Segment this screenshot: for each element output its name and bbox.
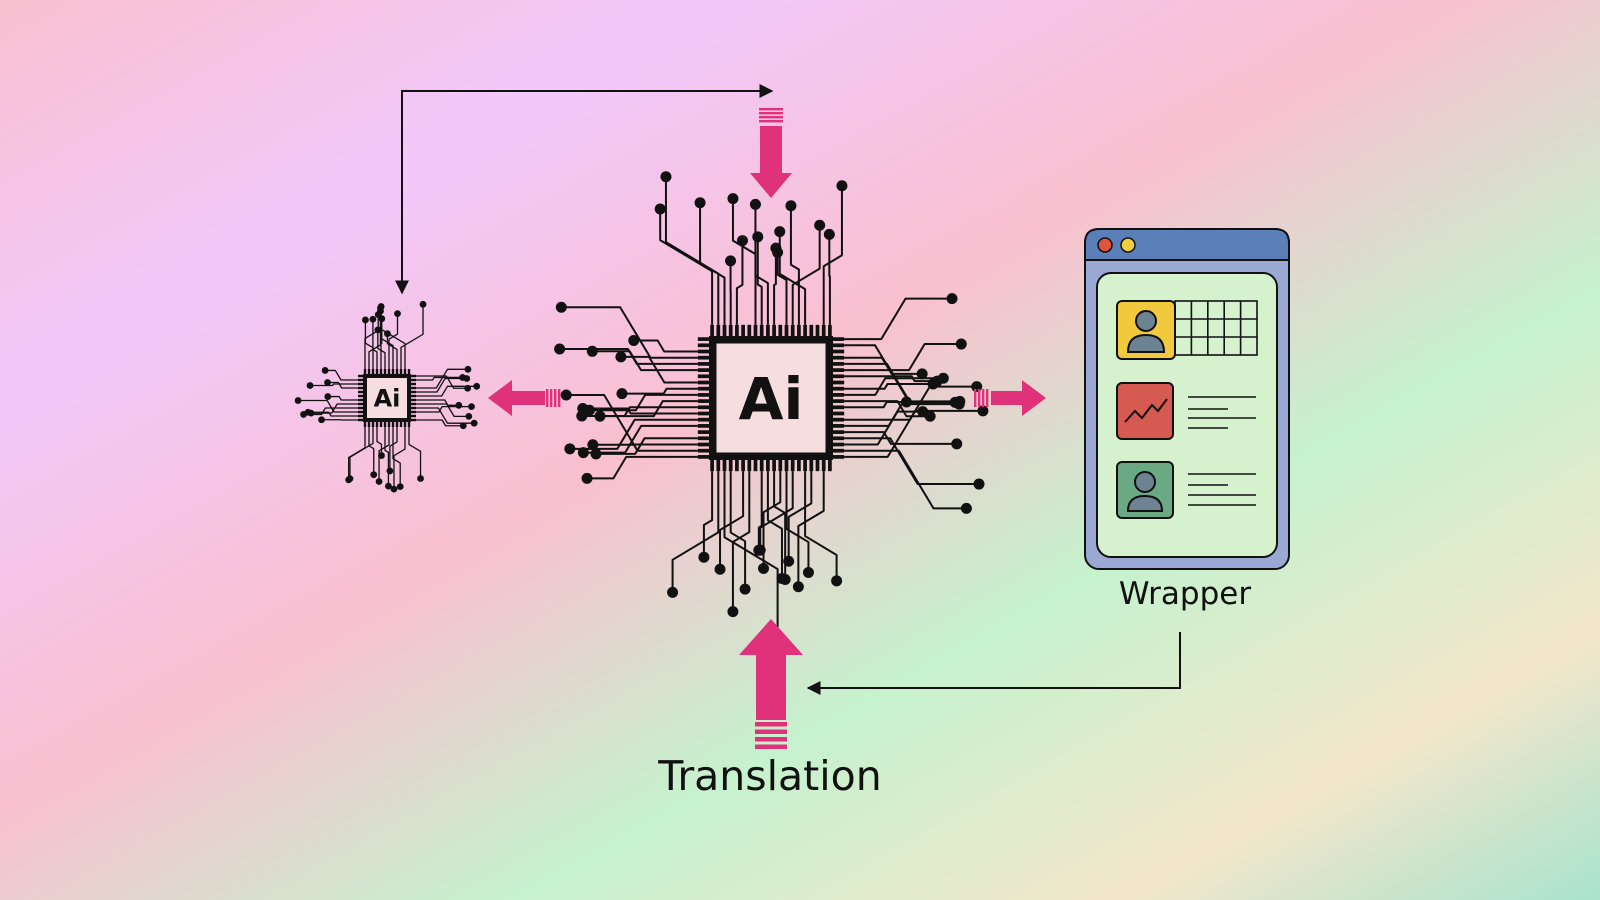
arrow-up-icon [739, 619, 803, 720]
large-chip-label: Ai [739, 365, 804, 433]
arrow-stripes [759, 108, 783, 123]
arrow-stripes [755, 722, 787, 749]
wrapper-label: Wrapper [1119, 576, 1251, 612]
arrow-stripes [546, 389, 561, 407]
window-minimize-dot [1120, 237, 1136, 253]
arrow-down-icon [750, 126, 792, 198]
feedback-connector-bottom [806, 632, 1181, 695]
small-ai-chip: Ai [294, 300, 481, 493]
data-grid [1174, 300, 1258, 356]
user-profile-icon [1126, 471, 1164, 512]
arrow-right-icon [991, 380, 1046, 416]
ai-chip-icon [713, 340, 829, 456]
text-lines [1188, 396, 1256, 429]
large-ai-chip: Ai [554, 171, 989, 643]
arrow-left-icon [488, 380, 545, 416]
window-close-dot [1097, 237, 1113, 253]
line-chart-icon [1124, 398, 1168, 423]
window-titlebar [1084, 228, 1290, 261]
ai-chip-icon [365, 376, 409, 420]
feedback-connector-top [395, 84, 774, 295]
small-chip-label: Ai [374, 385, 401, 413]
app-window-icon [1084, 228, 1290, 570]
arrow-stripes [974, 389, 989, 407]
user-profile-icon [1126, 310, 1166, 353]
translation-label: Translation [657, 752, 881, 800]
chart-card [1116, 382, 1174, 440]
text-lines [1188, 473, 1256, 506]
